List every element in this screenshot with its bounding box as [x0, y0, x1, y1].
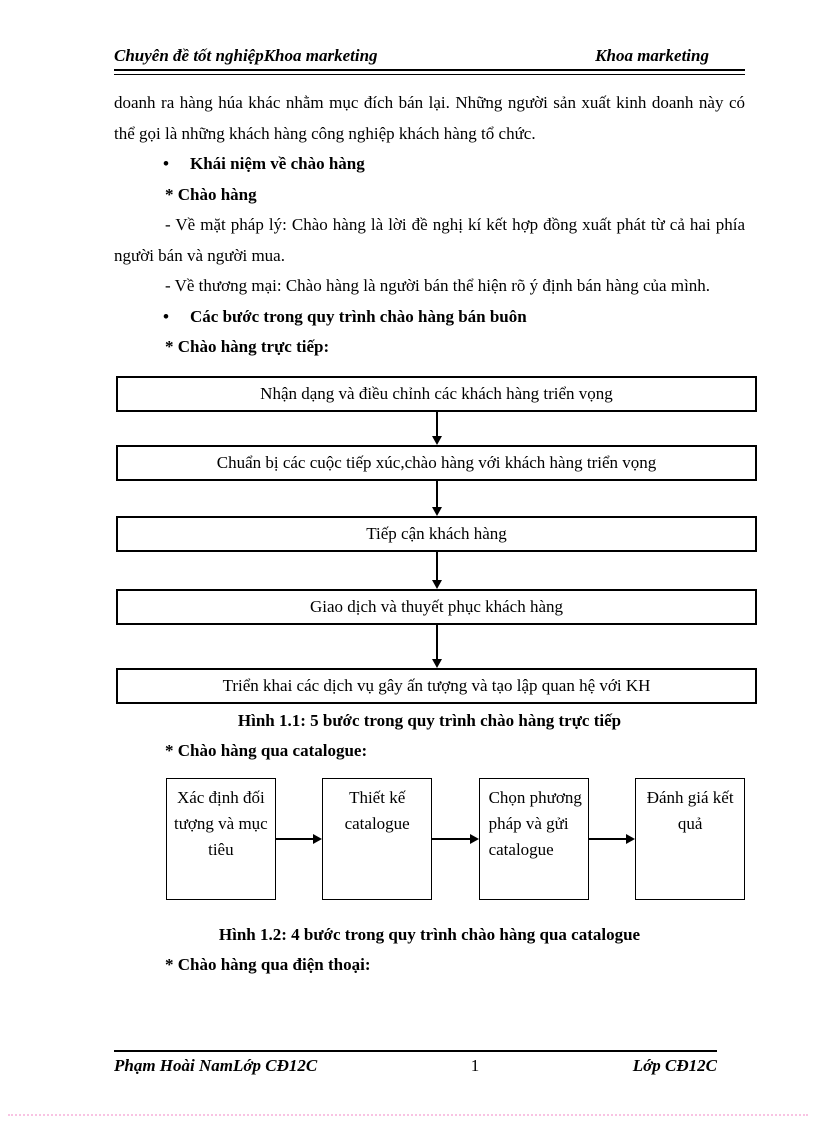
flow-step-box: Thiết kế catalogue	[322, 777, 433, 900]
heading-catalogue-offer: * Chào hàng qua catalogue:	[165, 741, 368, 760]
arrow-down-icon	[116, 480, 757, 516]
header-rule	[114, 69, 745, 75]
header-right-text: Khoa marketing	[595, 46, 709, 65]
figure-caption-1: Hình 1.1: 5 bước trong quy trình chào hà…	[237, 710, 622, 730]
flow-step-box: Đánh giá kết quả	[635, 777, 745, 900]
heading-phone-offer: * Chào hàng qua điện thoại:	[165, 955, 371, 974]
header-left-text: Chuyên đề tốt nghiệpKhoa marketing	[114, 46, 378, 65]
page-break-dotted-line	[8, 1114, 808, 1116]
arrow-right-icon	[432, 833, 479, 844]
page-content: Chuyên đề tốt nghiệpKhoa marketing Khoa …	[114, 0, 757, 981]
bullet-item-steps-label: Các bước trong quy trình chào hàng bán b…	[190, 306, 527, 326]
page-footer: Phạm Hoài NamLớp CĐ12C 1 Lớp CĐ12C	[114, 1050, 717, 1078]
heading-chao-hang: * Chào hàng	[165, 184, 257, 204]
arrow-down-icon	[116, 411, 757, 445]
flow-step-box: Nhận dạng và điều chỉnh các khách hàng t…	[116, 375, 757, 412]
arrow-down-icon	[116, 624, 757, 668]
page-number: 1	[470, 1056, 480, 1075]
figure-caption-2: Hình 1.2: 4 bước trong quy trình chào hà…	[218, 924, 641, 944]
intro-paragraph: doanh ra hàng húa khác nhằm mục đích bán…	[114, 93, 745, 143]
arrow-right-icon	[588, 833, 636, 844]
heading-direct-offer: * Chào hàng trực tiếp:	[165, 337, 330, 356]
flow-step-box: Xác định đối tượng và mục tiêu	[166, 777, 276, 900]
flow-step-box: Triển khai các dịch vụ gây ấn tượng và t…	[116, 667, 757, 704]
page-header: Chuyên đề tốt nghiệpKhoa marketing Khoa …	[114, 44, 745, 68]
paragraph-commercial: - Về thương mại: Chào hàng là người bán …	[165, 276, 711, 295]
footer-row: Phạm Hoài NamLớp CĐ12C 1 Lớp CĐ12C	[114, 1052, 717, 1078]
bullet-item-concept-label: Khái niệm về chào hàng	[190, 154, 365, 173]
bullet-item-steps: • Các bước trong quy trình chào hàng bán …	[114, 302, 745, 333]
body-text-block: doanh ra hàng húa khác nhằm mục đích bán…	[114, 88, 745, 363]
bullet-marker-icon: •	[163, 306, 169, 326]
flow-step-box: Chọn phương pháp và gửi catalogue	[478, 777, 589, 900]
bullet-marker-icon: •	[163, 154, 169, 173]
footer-left-text: Phạm Hoài NamLớp CĐ12C	[114, 1056, 318, 1075]
bullet-item-concept: • Khái niệm về chào hàng	[114, 149, 745, 180]
arrow-right-icon	[275, 833, 323, 844]
flow-step-box: Giao dịch và thuyết phục khách hàng	[116, 588, 757, 625]
footer-right-text: Lớp CĐ12C	[632, 1056, 717, 1075]
flowchart-direct-offer: Nhận dạng và điều chỉnh các khách hàng t…	[116, 375, 757, 704]
flowchart-catalogue-offer: Xác định đối tượng và mục tiêu Thiết kế …	[166, 777, 745, 900]
flow-step-box: Chuẩn bị các cuộc tiếp xúc,chào hàng với…	[116, 444, 757, 481]
paragraph-legal: - Về mặt pháp lý: Chào hàng là lời đề ng…	[114, 215, 745, 265]
flow-step-box: Tiếp cận khách hàng	[116, 515, 757, 552]
arrow-down-icon	[116, 551, 757, 589]
